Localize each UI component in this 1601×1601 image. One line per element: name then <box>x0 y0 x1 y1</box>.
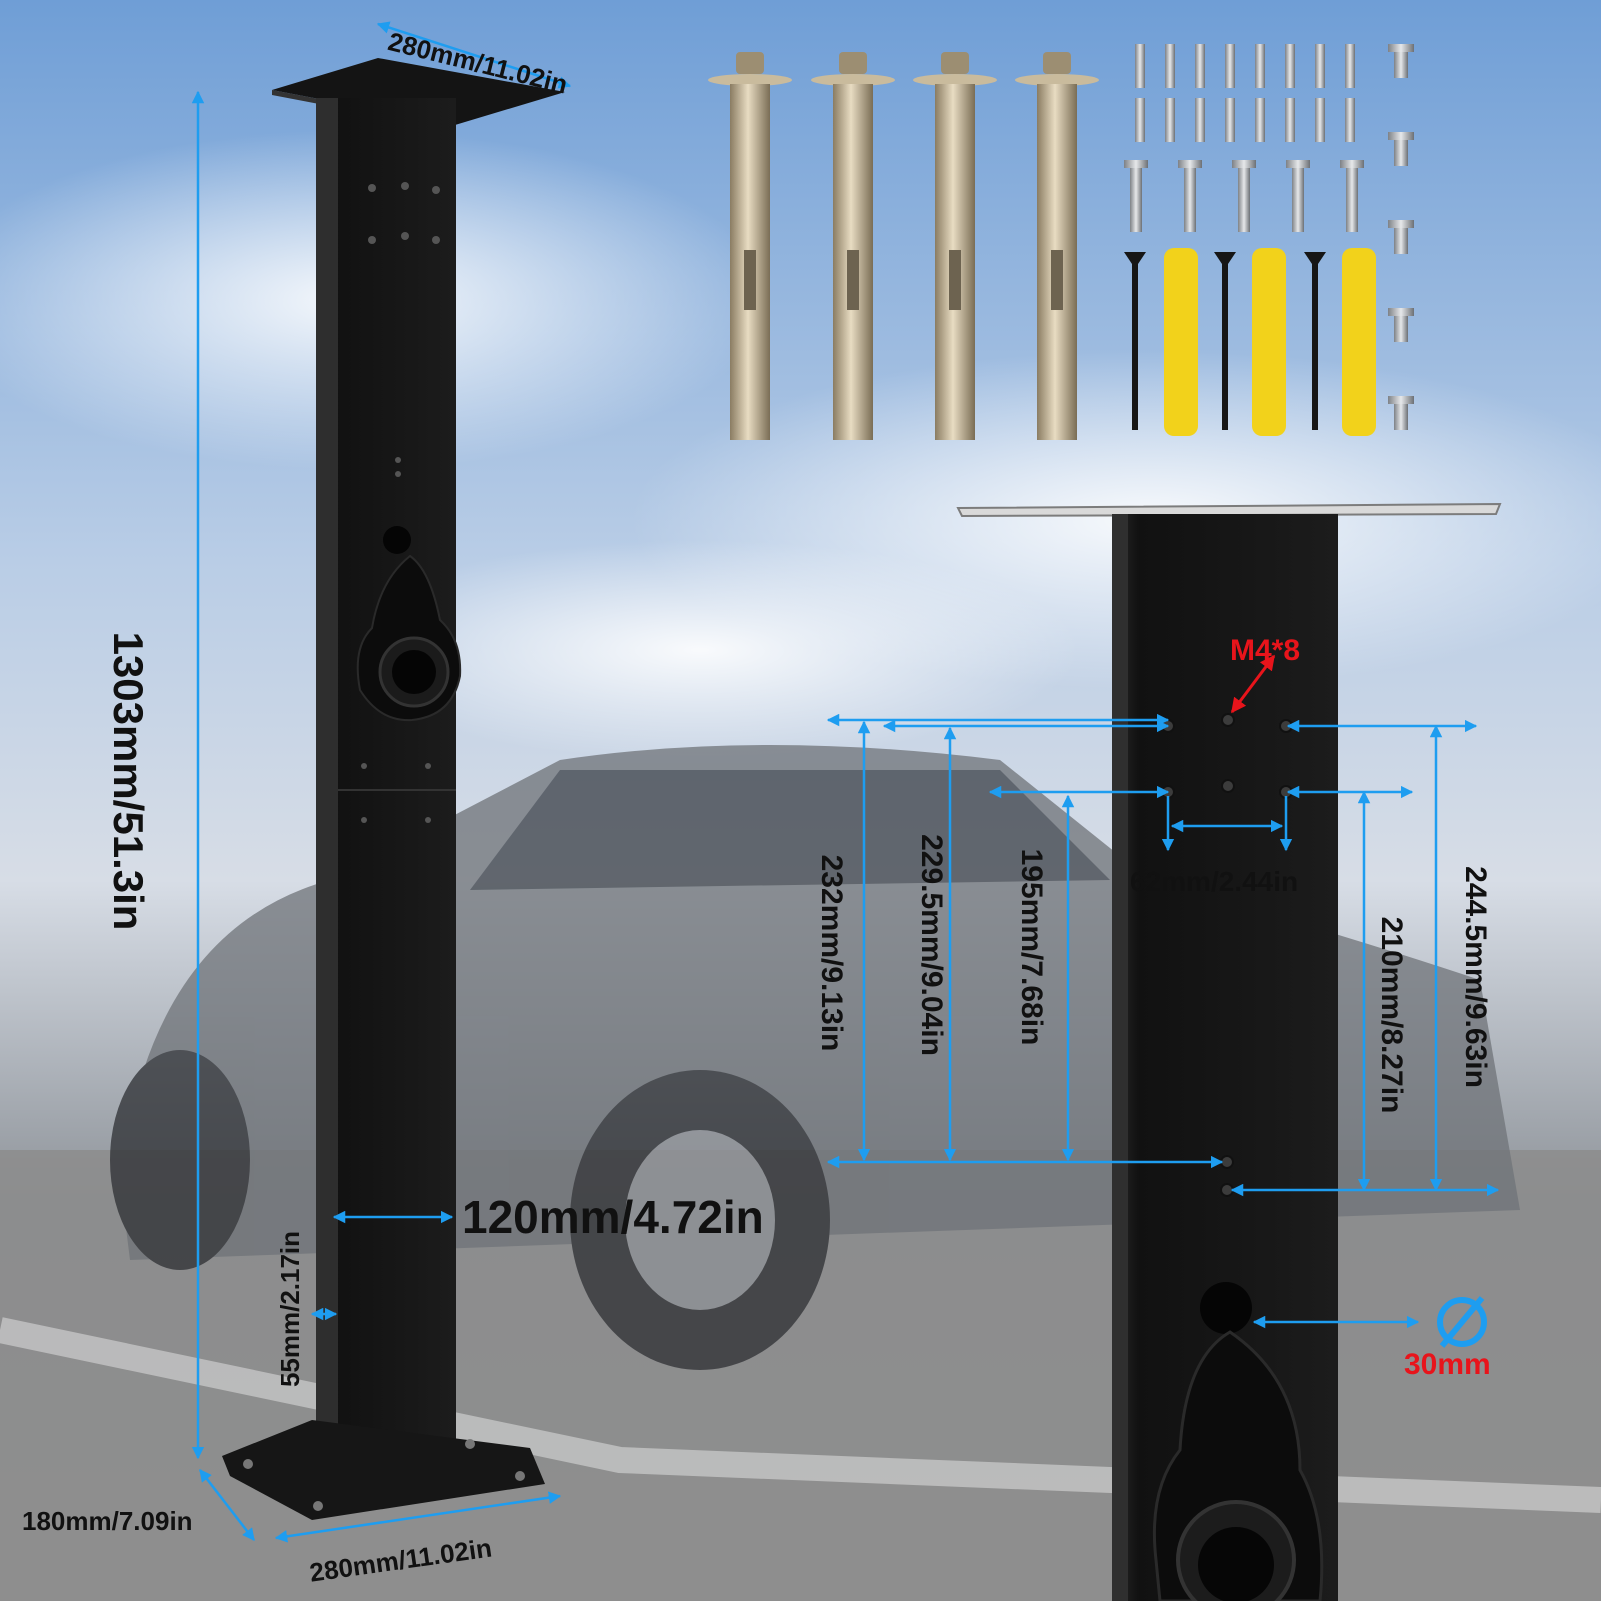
hole-spacing-label: 62mm/2.44in <box>1130 866 1299 897</box>
anchor-bolts <box>708 52 1099 440</box>
dimension-label-column-width: 120mm/4.72in <box>462 1191 764 1243</box>
dimension-label-229: 229.5mm/9.04in <box>915 834 948 1056</box>
small-screws <box>1124 44 1414 430</box>
cloud <box>320 540 1080 760</box>
dimension-lines-right <box>826 713 1500 1329</box>
diameter-symbol-icon <box>1437 1296 1487 1348</box>
screw-spec-label: M4*8 <box>1230 634 1301 667</box>
dimension-label-195: 195mm/7.68in <box>1015 848 1048 1046</box>
dimension-label-244: 244.5mm/9.63in <box>1459 866 1492 1088</box>
top-plate-closeup <box>956 502 1502 518</box>
dimension-label-base-depth: 180mm/7.09in <box>22 1506 193 1536</box>
wood-screws-and-wall-plugs <box>1124 248 1376 436</box>
hole-diameter-label: 30mm <box>1404 1348 1491 1381</box>
post-column <box>316 98 456 1493</box>
top-plate <box>272 58 565 125</box>
charging-post-full <box>222 58 565 1520</box>
dimension-lines-left <box>191 21 572 1543</box>
m4-pointer <box>1230 654 1276 714</box>
post-closeup <box>956 502 1502 1601</box>
dimension-label-column-depth: 55mm/2.17in <box>275 1230 305 1388</box>
dimension-label-232: 232mm/9.13in <box>815 854 848 1052</box>
dimension-label-210: 210mm/8.27in <box>1375 916 1408 1114</box>
dimension-label-height: 1303mm/51.3in <box>105 631 152 931</box>
